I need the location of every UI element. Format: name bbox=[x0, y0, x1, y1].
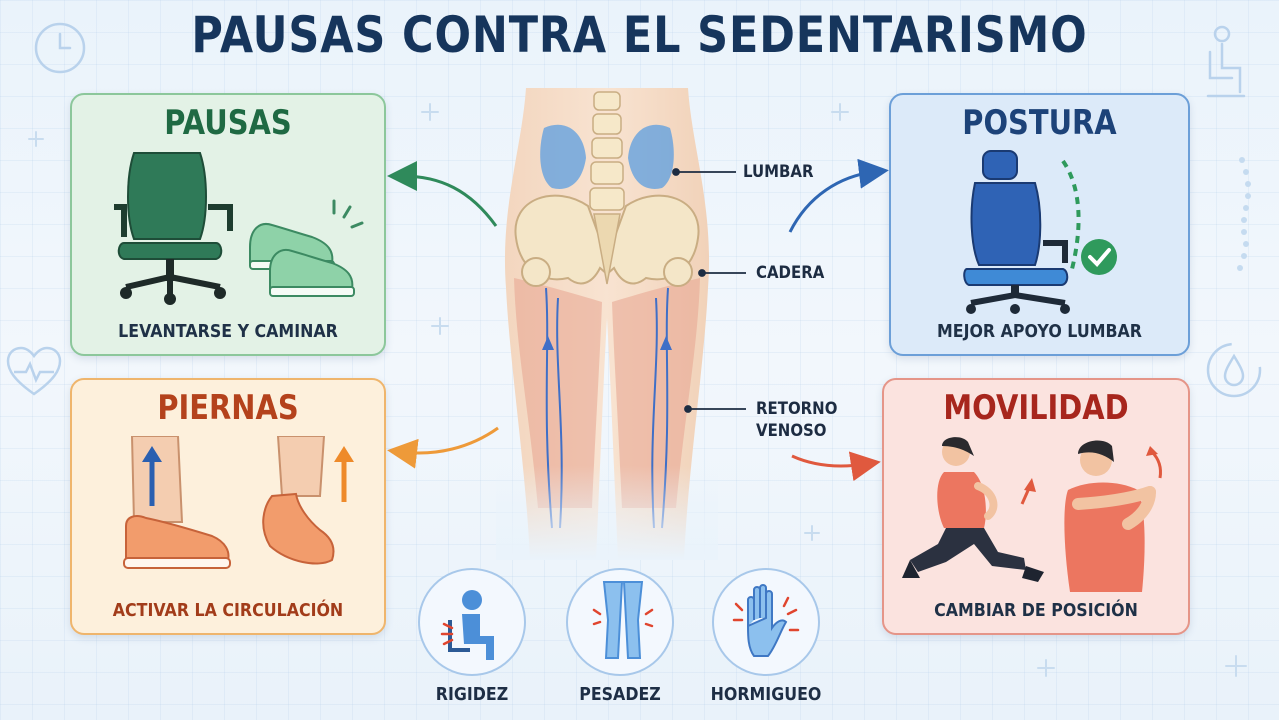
symptom-rigidez bbox=[418, 568, 526, 676]
symptom-rigidez-label: RIGIDEZ bbox=[435, 684, 509, 705]
label-retorno: RETORNO VENOSO bbox=[756, 398, 837, 442]
card-postura: POSTURA MEJOR APOYO LUMBAR bbox=[889, 93, 1190, 356]
pelvis-legs-illustration bbox=[496, 88, 718, 560]
label-lumbar: LUMBAR bbox=[743, 162, 814, 182]
lunge-person-icon bbox=[902, 437, 1044, 582]
check-icon bbox=[1061, 159, 1117, 275]
page-title: PAUSAS CONTRA EL SEDENTARISMO bbox=[191, 6, 1088, 64]
card-piernas-caption: ACTIVAR LA CIRCULACIÓN bbox=[112, 600, 344, 621]
water-drop-icon bbox=[1206, 342, 1262, 398]
tingling-hand-icon bbox=[732, 584, 800, 657]
symptom-hormigueo-label: HORMIGUEO bbox=[710, 684, 822, 705]
card-postura-caption: MEJOR APOYO LUMBAR bbox=[936, 321, 1142, 342]
leg-step-icon bbox=[123, 436, 231, 569]
sneakers-icon bbox=[249, 199, 364, 297]
card-pausas-caption: LEVANTARSE Y CAMINAR bbox=[118, 321, 338, 342]
symptom-pesadez-label: PESADEZ bbox=[579, 684, 661, 705]
clock-icon bbox=[34, 22, 86, 74]
office-chair-icon bbox=[114, 152, 233, 305]
symptom-hormigueo bbox=[712, 568, 820, 676]
card-piernas: PIERNAS ACTIVAR LA CIRCULACIÓN bbox=[70, 378, 386, 635]
card-postura-title: POSTURA bbox=[962, 103, 1117, 143]
label-cadera: CADERA bbox=[756, 263, 825, 283]
symptom-pesadez bbox=[566, 568, 674, 676]
label-retorno-line1: RETORNO bbox=[756, 399, 838, 419]
arm-stretch-person-icon bbox=[1064, 440, 1162, 592]
heel-raise-icon bbox=[262, 436, 354, 565]
card-movilidad-caption: CAMBIAR DE POSICIÓN bbox=[934, 600, 1138, 621]
ergonomic-chair-icon bbox=[963, 150, 1070, 314]
card-movilidad-title: MOVILIDAD bbox=[943, 388, 1129, 428]
seated-person-icon bbox=[440, 590, 494, 660]
card-pausas-title: PAUSAS bbox=[164, 103, 292, 143]
heart-pulse-icon bbox=[6, 346, 62, 396]
heavy-legs-icon bbox=[592, 581, 654, 659]
decorative-dots bbox=[1237, 157, 1251, 271]
card-piernas-title: PIERNAS bbox=[157, 388, 299, 428]
label-retorno-line2: VENOSO bbox=[756, 421, 827, 441]
card-movilidad: MOVILIDAD CAMBIAR DE POSICIÓN bbox=[882, 378, 1190, 635]
seated-person-icon bbox=[1206, 25, 1246, 98]
card-pausas: PAUSAS LEVANTARSE Y CAMINAR bbox=[70, 93, 386, 356]
